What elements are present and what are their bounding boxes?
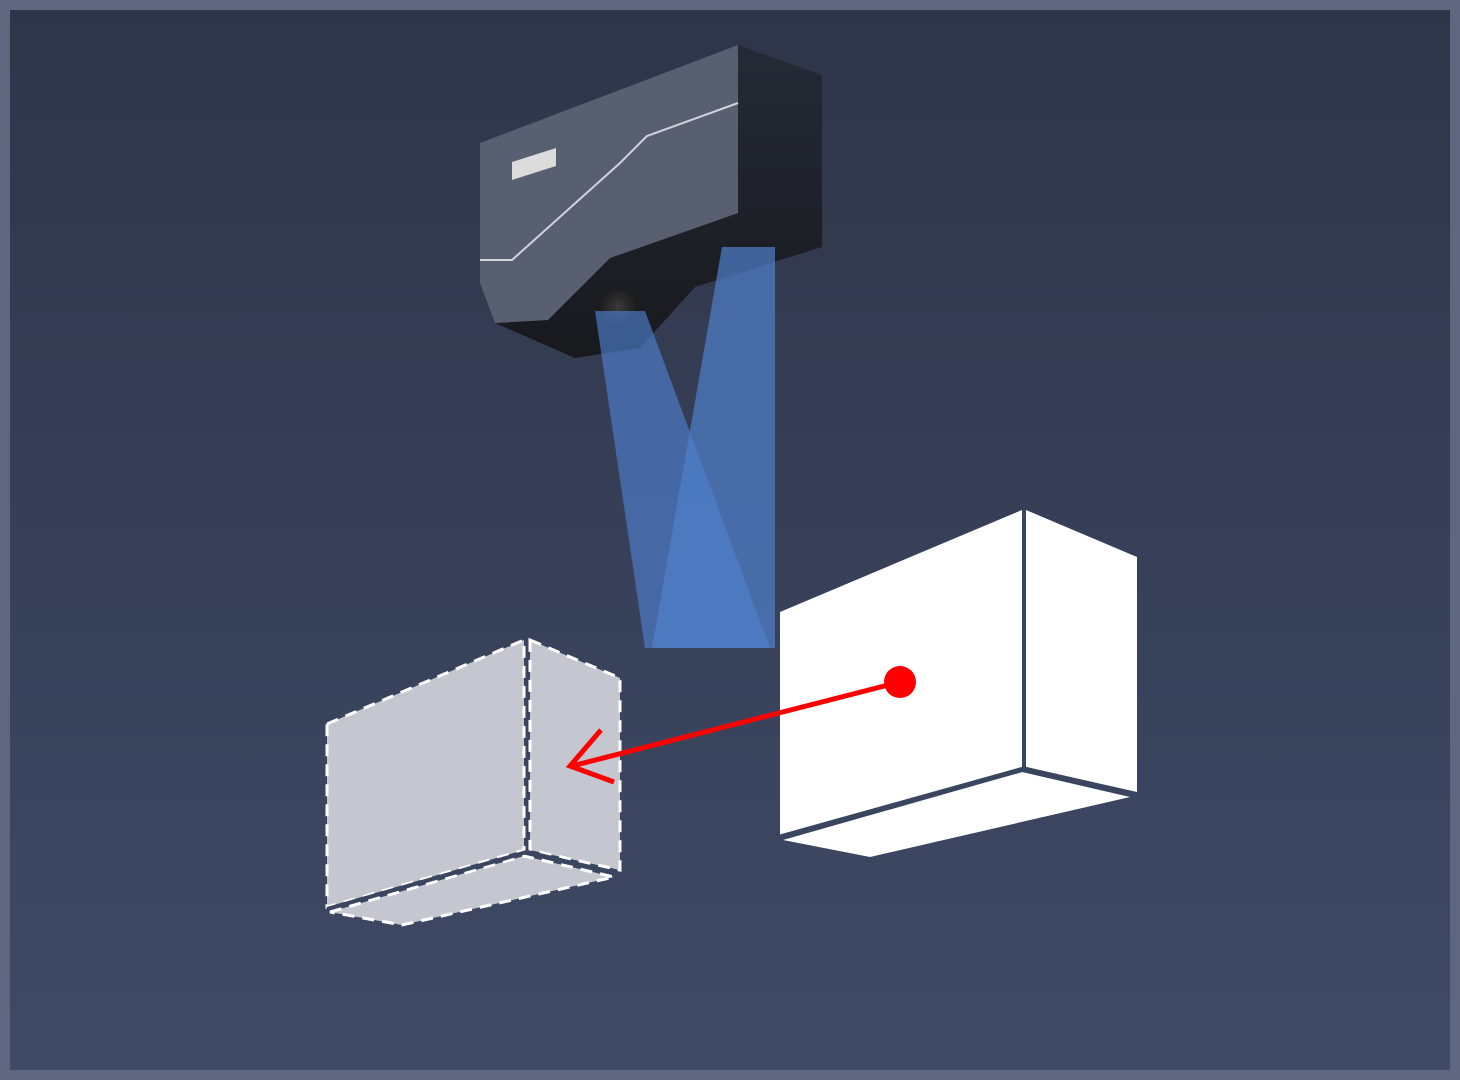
target-box-bottom — [783, 772, 1130, 857]
target-box — [779, 510, 1138, 857]
ghost-box-front — [325, 637, 526, 909]
ghost-box-edge-bottom — [326, 849, 619, 911]
ghost-box-side — [528, 637, 622, 872]
arrow-head — [565, 728, 615, 785]
arrow-shaft — [571, 679, 901, 769]
arrow-origin-dot — [884, 666, 916, 698]
camera-trim-line — [480, 102, 739, 261]
camera-label — [512, 148, 556, 180]
ghost-box — [325, 637, 622, 927]
red-arrow-icon — [565, 666, 916, 785]
target-box-edge-bottom — [779, 766, 1138, 840]
scan-beam-vertical — [652, 247, 775, 648]
ghost-box-bottom — [329, 854, 615, 927]
camera-body — [495, 45, 822, 358]
target-box-side — [1026, 510, 1137, 792]
camera-front-face — [480, 45, 738, 323]
